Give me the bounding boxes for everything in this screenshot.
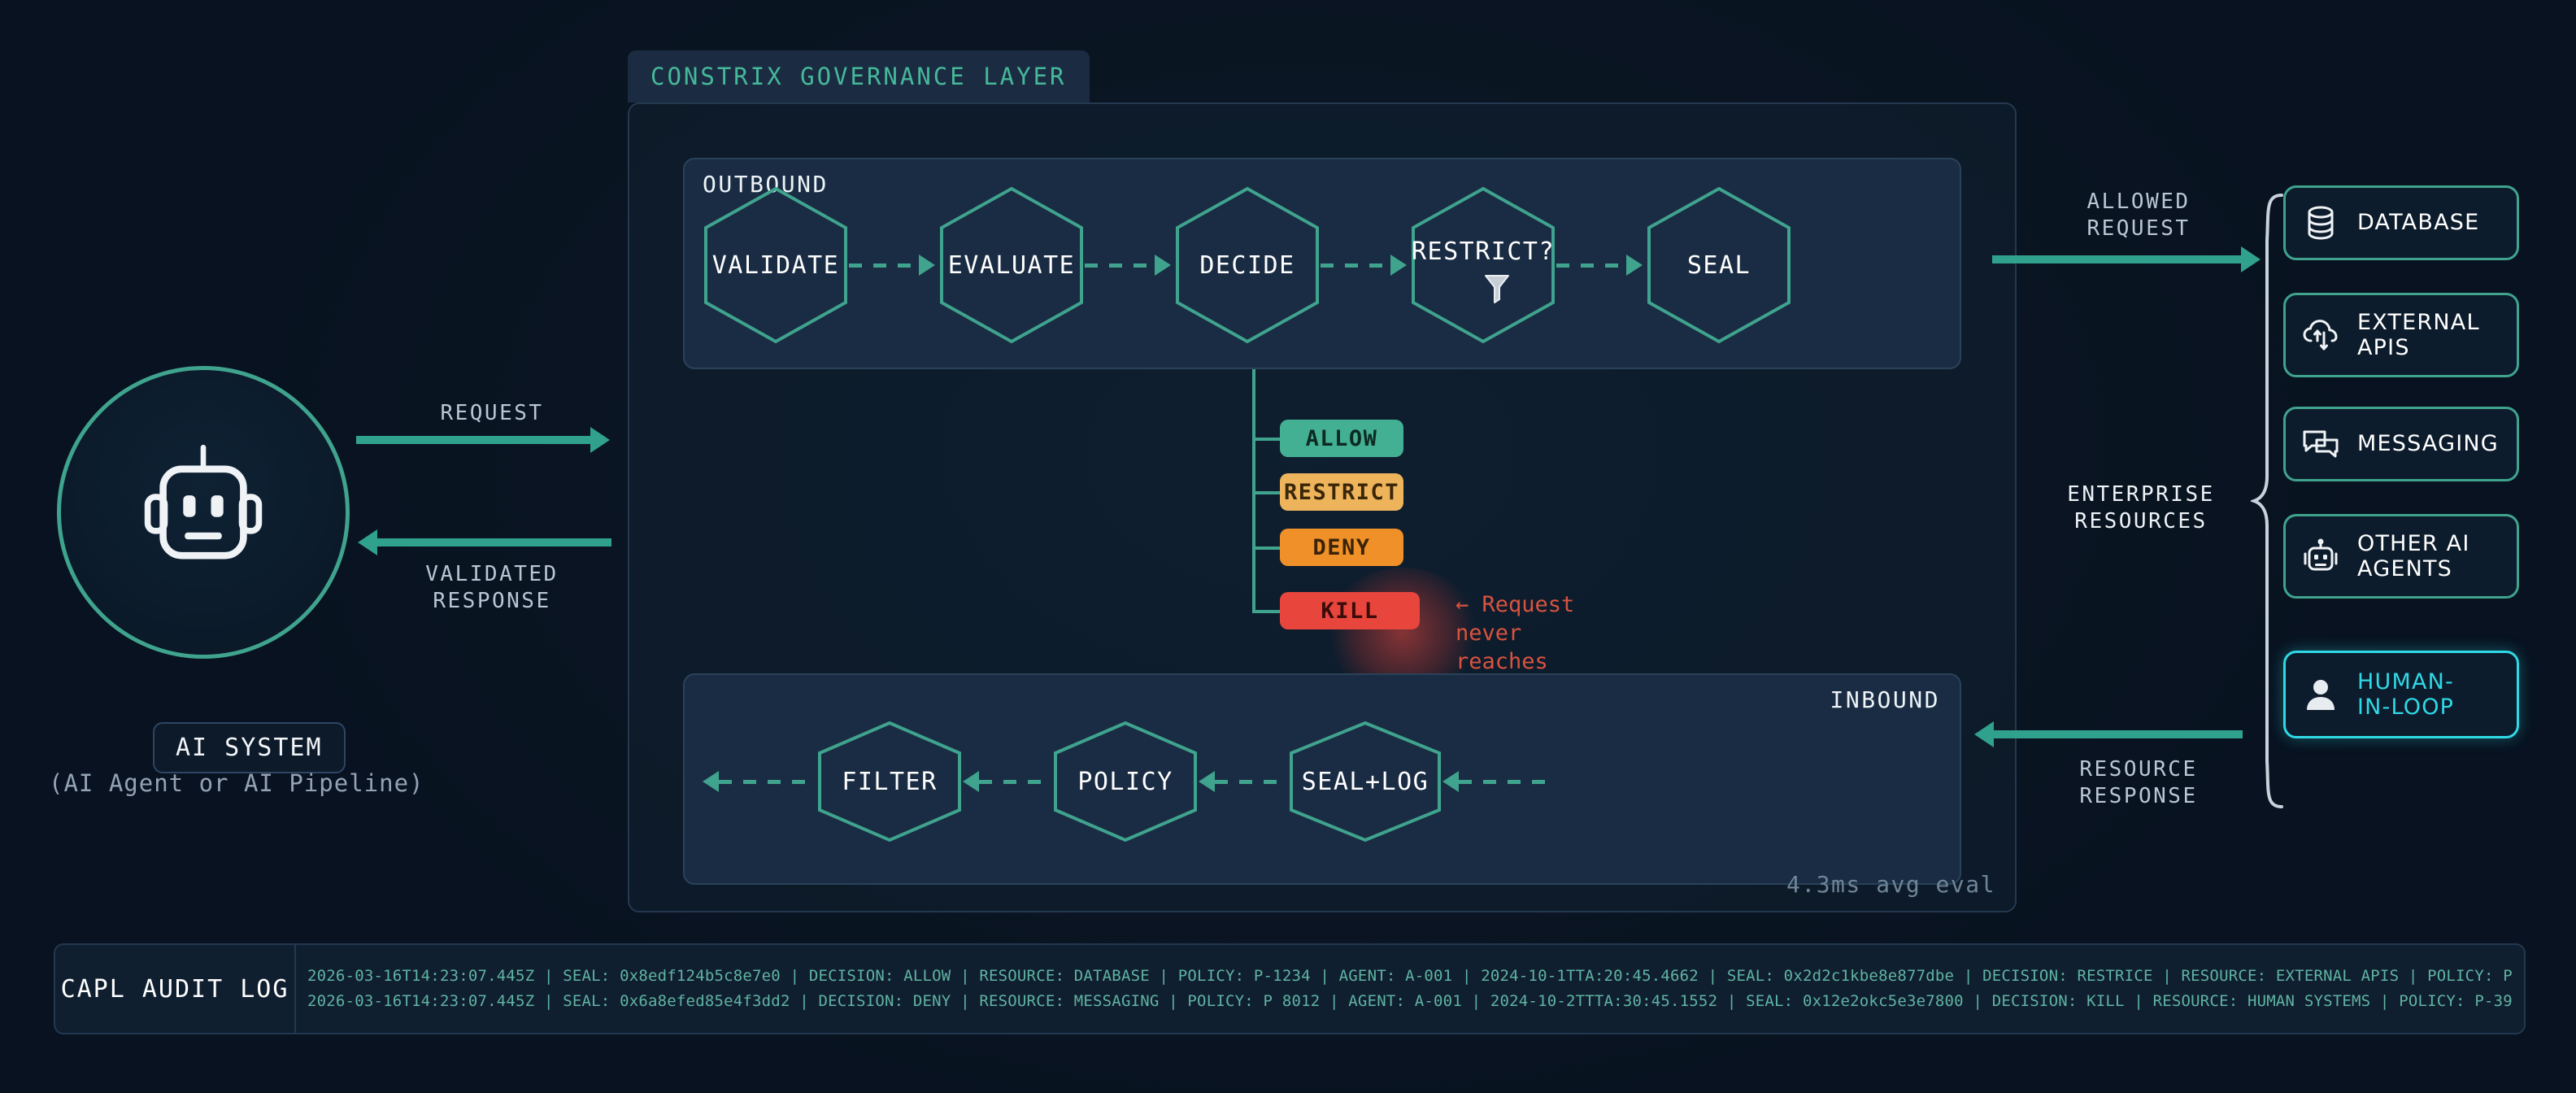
node-label: POLICY bbox=[1077, 767, 1173, 796]
node-label: SEAL bbox=[1686, 250, 1751, 280]
decision-pill-allow[interactable]: ALLOW bbox=[1280, 420, 1403, 457]
robot-icon bbox=[2300, 536, 2341, 577]
allowed-request-arrow bbox=[1992, 255, 2243, 263]
request-arrow bbox=[356, 436, 592, 444]
enterprise-resources-brace bbox=[2251, 194, 2283, 808]
pipeline-node-decide[interactable]: DECIDE bbox=[1174, 185, 1321, 345]
resource-label: DATABASE bbox=[2357, 210, 2480, 236]
hexagon-shape bbox=[1647, 186, 1791, 344]
outbound-connector-2 bbox=[1085, 255, 1174, 276]
inbound-connector-entry bbox=[1442, 771, 1556, 792]
pipeline-node-seal[interactable]: SEAL bbox=[1646, 185, 1792, 345]
capl-audit-log-panel: CAPL AUDIT LOG 2026-03-16T14:23:07.445Z … bbox=[54, 943, 2526, 1034]
inbound-connector-2 bbox=[1199, 771, 1288, 792]
hexagon-shape bbox=[940, 186, 1083, 344]
pipeline-node-validate[interactable]: VALIDATE bbox=[703, 185, 849, 345]
governance-layer-title: CONSTRIX GOVERNANCE LAYER bbox=[628, 50, 1090, 102]
outbound-connector-3 bbox=[1321, 255, 1410, 276]
chat-icon bbox=[2300, 424, 2341, 464]
audit-log-stream[interactable]: 2026-03-16T14:23:07.445Z | SEAL: 0x8edf1… bbox=[296, 945, 2524, 1033]
resource-card-external-apis[interactable]: EXTERNAL APIS bbox=[2283, 293, 2519, 377]
pipeline-node-seal-log[interactable]: SEAL+LOG bbox=[1288, 721, 1442, 843]
hexagon-shape bbox=[1176, 186, 1319, 344]
resource-label: HUMAN- IN-LOOP bbox=[2357, 668, 2455, 720]
ai-system-avatar bbox=[57, 366, 350, 659]
resource-response-label: RESOURCE RESPONSE bbox=[2079, 757, 2198, 808]
resource-card-messaging[interactable]: MESSAGING bbox=[2283, 407, 2519, 481]
hexagon-shape bbox=[1412, 186, 1555, 344]
node-label: RESTRICT? bbox=[1411, 237, 1556, 266]
audit-log-line: 2026-03-16T14:23:07.445Z | SEAL: 0x6a8ef… bbox=[307, 992, 2513, 1010]
inbound-connector-1 bbox=[963, 771, 1052, 792]
governance-layer-body: OUTBOUND VALIDATE bbox=[628, 102, 2017, 912]
decision-pill-restrict[interactable]: RESTRICT bbox=[1280, 473, 1403, 511]
outbound-lane: OUTBOUND VALIDATE bbox=[683, 158, 1961, 369]
inbound-lane-label: INBOUND bbox=[1830, 686, 1940, 713]
resource-label: EXTERNAL APIS bbox=[2357, 309, 2480, 360]
resource-response-arrow bbox=[1992, 730, 2243, 738]
hexagon-shape bbox=[1290, 721, 1441, 843]
hexagon-shape bbox=[1054, 721, 1197, 843]
inbound-pipeline: FILTER POLICY bbox=[703, 721, 1556, 843]
node-label: EVALUATE bbox=[947, 250, 1076, 280]
pipeline-node-evaluate[interactable]: EVALUATE bbox=[938, 185, 1085, 345]
node-label: DECIDE bbox=[1199, 250, 1295, 280]
hexagon-shape bbox=[818, 721, 961, 843]
decision-pill-deny[interactable]: DENY bbox=[1280, 529, 1403, 566]
governance-layer-panel: CONSTRIX GOVERNANCE LAYER OUTBOUND VALID… bbox=[628, 50, 2017, 912]
resource-card-human-in-loop[interactable]: HUMAN- IN-LOOP bbox=[2283, 651, 2519, 738]
branch-tick-allow bbox=[1252, 438, 1280, 441]
resource-card-database[interactable]: DATABASE bbox=[2283, 185, 2519, 260]
resource-label: OTHER AI AGENTS bbox=[2357, 530, 2470, 581]
validated-response-label: VALIDATED RESPONSE bbox=[425, 562, 559, 613]
ai-system-badge: AI SYSTEM bbox=[153, 722, 346, 773]
ai-system-subtitle: (AI Agent or AI Pipeline) bbox=[49, 769, 424, 797]
outbound-connector-4 bbox=[1556, 255, 1646, 276]
outbound-connector-1 bbox=[849, 255, 938, 276]
hexagon-shape bbox=[704, 186, 847, 344]
branch-tick-kill bbox=[1252, 610, 1280, 613]
branch-tick-deny bbox=[1252, 546, 1280, 550]
outbound-pipeline: VALIDATE EVALUATE bbox=[703, 185, 1792, 345]
resource-label: MESSAGING bbox=[2357, 431, 2499, 457]
audit-log-title: CAPL AUDIT LOG bbox=[55, 945, 296, 1033]
pipeline-node-restrict[interactable]: RESTRICT? bbox=[1410, 185, 1556, 345]
node-label: VALIDATE bbox=[711, 250, 840, 280]
pipeline-node-policy[interactable]: POLICY bbox=[1052, 721, 1199, 843]
cloud-sync-icon bbox=[2300, 315, 2341, 355]
pipeline-node-filter[interactable]: FILTER bbox=[816, 721, 963, 843]
inbound-lane: INBOUND FILTER bbox=[683, 673, 1961, 885]
branch-tick-restrict bbox=[1252, 491, 1280, 494]
robot-icon bbox=[144, 444, 263, 560]
inbound-connector-exit bbox=[703, 771, 816, 792]
avg-eval-metric: 4.3ms avg eval bbox=[1786, 871, 1995, 898]
resource-card-other-ai-agents[interactable]: OTHER AI AGENTS bbox=[2283, 514, 2519, 599]
node-label: SEAL+LOG bbox=[1301, 767, 1429, 796]
enterprise-resources-label: ENTERPRISE RESOURCES bbox=[2067, 482, 2215, 533]
allowed-request-label: ALLOWED REQUEST bbox=[2086, 189, 2191, 241]
person-icon bbox=[2300, 674, 2341, 715]
request-flow-label: REQUEST bbox=[440, 401, 544, 425]
node-label: FILTER bbox=[842, 767, 938, 796]
decision-pill-kill[interactable]: KILL bbox=[1280, 592, 1420, 629]
database-icon bbox=[2300, 202, 2341, 243]
audit-log-line: 2026-03-16T14:23:07.445Z | SEAL: 0x8edf1… bbox=[307, 966, 2513, 985]
validated-response-arrow bbox=[376, 538, 611, 546]
